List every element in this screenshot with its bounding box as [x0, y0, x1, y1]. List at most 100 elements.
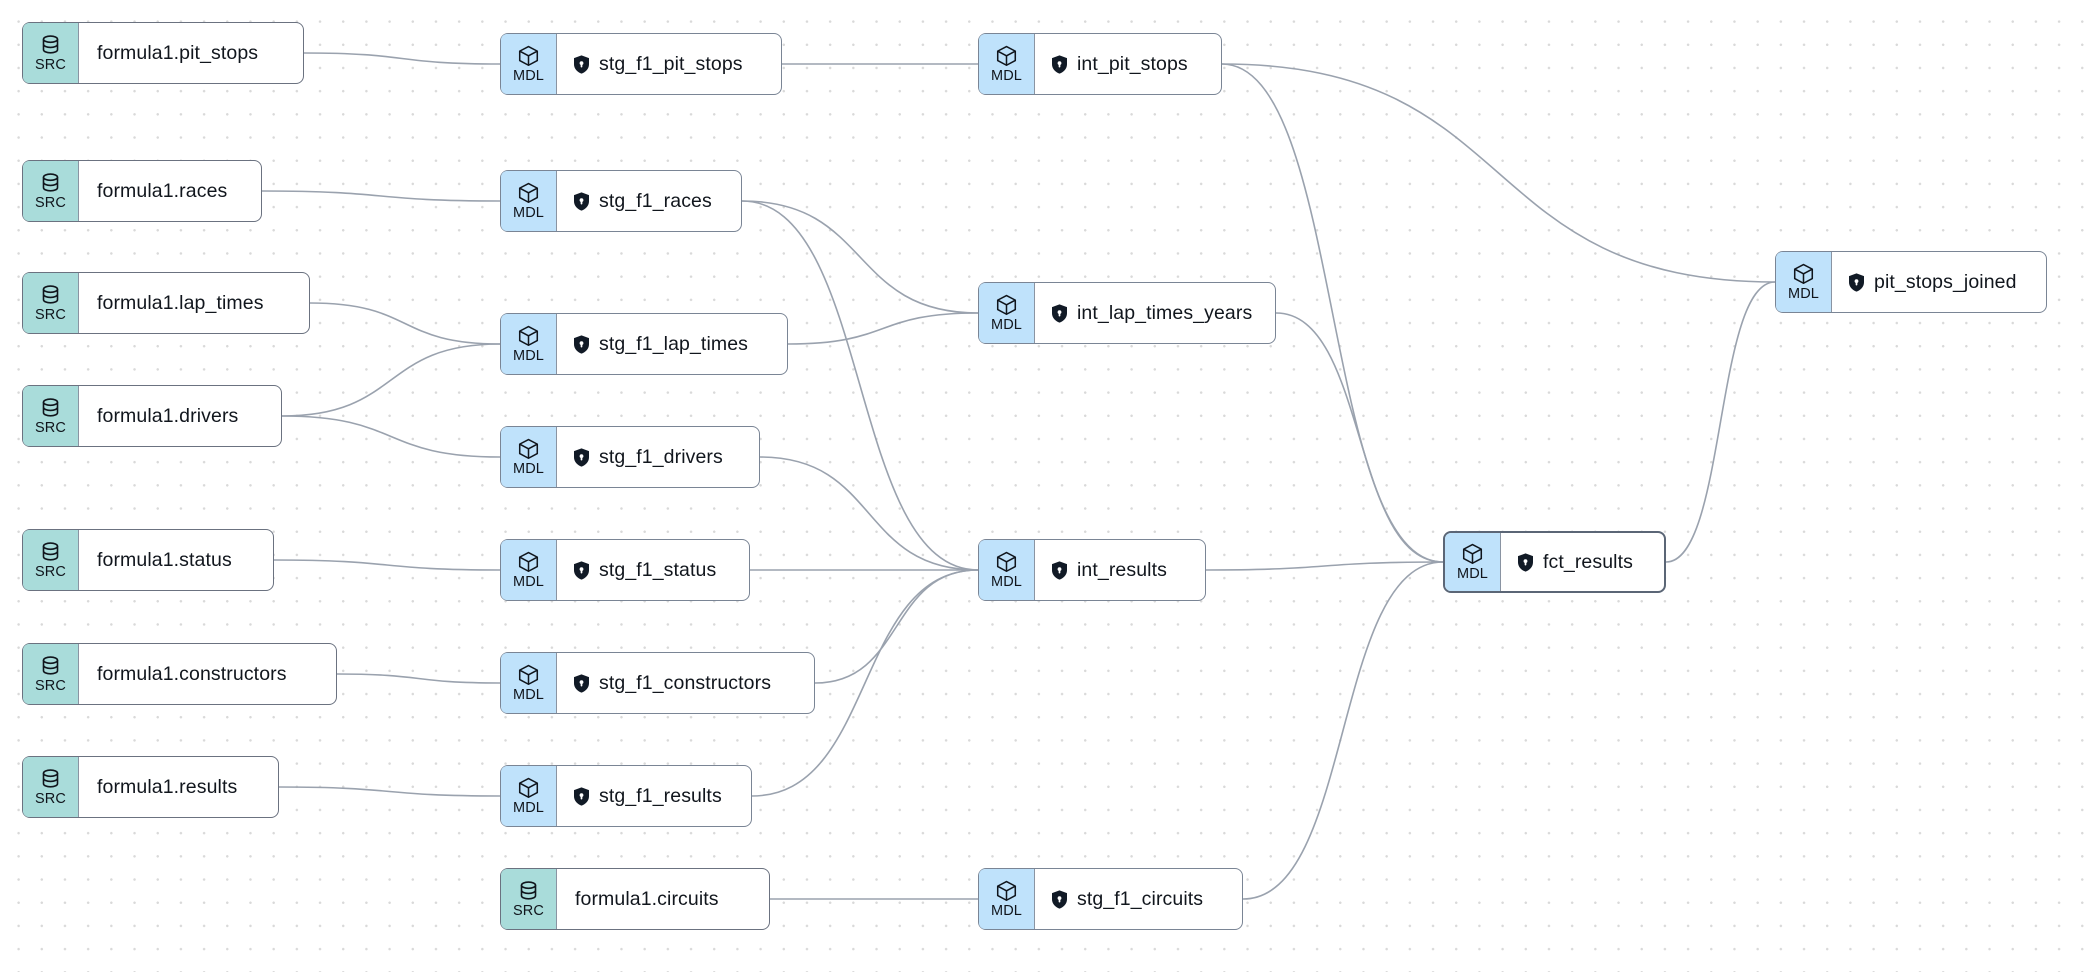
node-label: stg_f1_drivers [599, 445, 723, 468]
edge-src_results-to-stg_results [278, 786, 501, 797]
edge-src_races-to-stg_races [261, 190, 501, 202]
badge-type-label: SRC [35, 563, 66, 580]
badge-type-label: MDL [513, 67, 544, 84]
edge-stg_races-to-int_lap_times_years [741, 200, 979, 314]
node-label-wrap: stg_f1_circuits [1035, 869, 1242, 929]
shield-lock-icon [1051, 54, 1068, 74]
cube-icon [996, 551, 1017, 573]
badge-type-label: MDL [513, 460, 544, 477]
lineage-node-int_pit_stops[interactable]: MDL int_pit_stops [978, 33, 1222, 95]
edge-stg_drivers-to-int_results [759, 456, 979, 571]
cube-icon [518, 182, 539, 204]
edge-stg_circuits-to-fct_results [1242, 561, 1444, 900]
node-label-wrap: formula1.lap_times [79, 273, 309, 333]
node-label: formula1.results [97, 775, 238, 798]
edge-stg_races-to-int_results [741, 200, 979, 571]
node-label-wrap: formula1.circuits [557, 869, 769, 929]
model-badge: MDL [1445, 533, 1501, 591]
model-badge: MDL [979, 34, 1035, 94]
edge-src_lap_times-to-stg_lap_times [309, 302, 501, 345]
badge-type-label: MDL [513, 573, 544, 590]
lineage-node-stg_status[interactable]: MDL stg_f1_status [500, 539, 750, 601]
badge-type-label: MDL [513, 204, 544, 221]
lineage-node-int_lap_times_years[interactable]: MDL int_lap_times_years [978, 282, 1276, 344]
cube-icon [996, 45, 1017, 67]
database-cylinder-icon [41, 768, 60, 790]
shield-lock-icon [573, 54, 590, 74]
node-label: int_lap_times_years [1077, 301, 1253, 324]
lineage-node-src_lap_times[interactable]: SRC formula1.lap_times [22, 272, 310, 334]
node-label-wrap: formula1.pit_stops [79, 23, 303, 83]
cube-icon [1793, 263, 1814, 285]
badge-type-label: MDL [513, 686, 544, 703]
node-label-wrap: stg_f1_pit_stops [557, 34, 781, 94]
badge-type-label: MDL [991, 902, 1022, 919]
source-badge: SRC [23, 644, 79, 704]
cube-icon [518, 438, 539, 460]
model-badge: MDL [501, 34, 557, 94]
shield-lock-icon [573, 673, 590, 693]
model-badge: MDL [501, 427, 557, 487]
lineage-node-stg_results[interactable]: MDL stg_f1_results [500, 765, 752, 827]
node-label-wrap: int_pit_stops [1035, 34, 1221, 94]
source-badge: SRC [23, 273, 79, 333]
source-badge: SRC [23, 757, 79, 817]
edge-src_drivers-to-stg_lap_times [281, 343, 501, 417]
shield-lock-icon [573, 334, 590, 354]
lineage-node-stg_races[interactable]: MDL stg_f1_races [500, 170, 742, 232]
model-badge: MDL [501, 766, 557, 826]
edge-src_status-to-stg_status [273, 559, 501, 571]
shield-lock-icon [1051, 560, 1068, 580]
node-label-wrap: stg_f1_constructors [557, 653, 814, 713]
edge-src_constructors-to-stg_constructors [336, 673, 501, 684]
shield-lock-icon [1517, 552, 1534, 572]
node-label: stg_f1_status [599, 558, 717, 581]
node-label-wrap: int_results [1035, 540, 1205, 600]
badge-type-label: MDL [513, 799, 544, 816]
node-label-wrap: formula1.races [79, 161, 261, 221]
node-label-wrap: formula1.results [79, 757, 278, 817]
lineage-node-src_races[interactable]: SRC formula1.races [22, 160, 262, 222]
badge-type-label: SRC [35, 306, 66, 323]
cube-icon [1462, 543, 1483, 565]
shield-lock-icon [573, 786, 590, 806]
database-cylinder-icon [41, 655, 60, 677]
database-cylinder-icon [41, 284, 60, 306]
node-label: stg_f1_constructors [599, 671, 772, 694]
edge-fct_results-to-pit_stops_joined [1665, 281, 1776, 563]
node-label: stg_f1_pit_stops [599, 52, 743, 75]
node-label: stg_f1_races [599, 189, 712, 212]
lineage-node-src_results[interactable]: SRC formula1.results [22, 756, 279, 818]
badge-type-label: MDL [513, 347, 544, 364]
shield-lock-icon [573, 447, 590, 467]
lineage-node-stg_circuits[interactable]: MDL stg_f1_circuits [978, 868, 1243, 930]
cube-icon [518, 45, 539, 67]
node-label: formula1.races [97, 179, 228, 202]
edge-int_results-to-fct_results [1205, 561, 1444, 571]
lineage-node-stg_constructors[interactable]: MDL stg_f1_constructors [500, 652, 815, 714]
badge-type-label: SRC [35, 790, 66, 807]
node-label-wrap: stg_f1_drivers [557, 427, 759, 487]
cube-icon [518, 325, 539, 347]
node-label-wrap: stg_f1_results [557, 766, 751, 826]
lineage-node-stg_pit_stops[interactable]: MDL stg_f1_pit_stops [500, 33, 782, 95]
shield-lock-icon [573, 560, 590, 580]
badge-type-label: MDL [991, 316, 1022, 333]
database-cylinder-icon [41, 541, 60, 563]
lineage-node-stg_drivers[interactable]: MDL stg_f1_drivers [500, 426, 760, 488]
node-label: int_pit_stops [1077, 52, 1188, 75]
cube-icon [996, 294, 1017, 316]
source-badge: SRC [23, 161, 79, 221]
node-label: stg_f1_circuits [1077, 887, 1204, 910]
badge-type-label: SRC [35, 419, 66, 436]
